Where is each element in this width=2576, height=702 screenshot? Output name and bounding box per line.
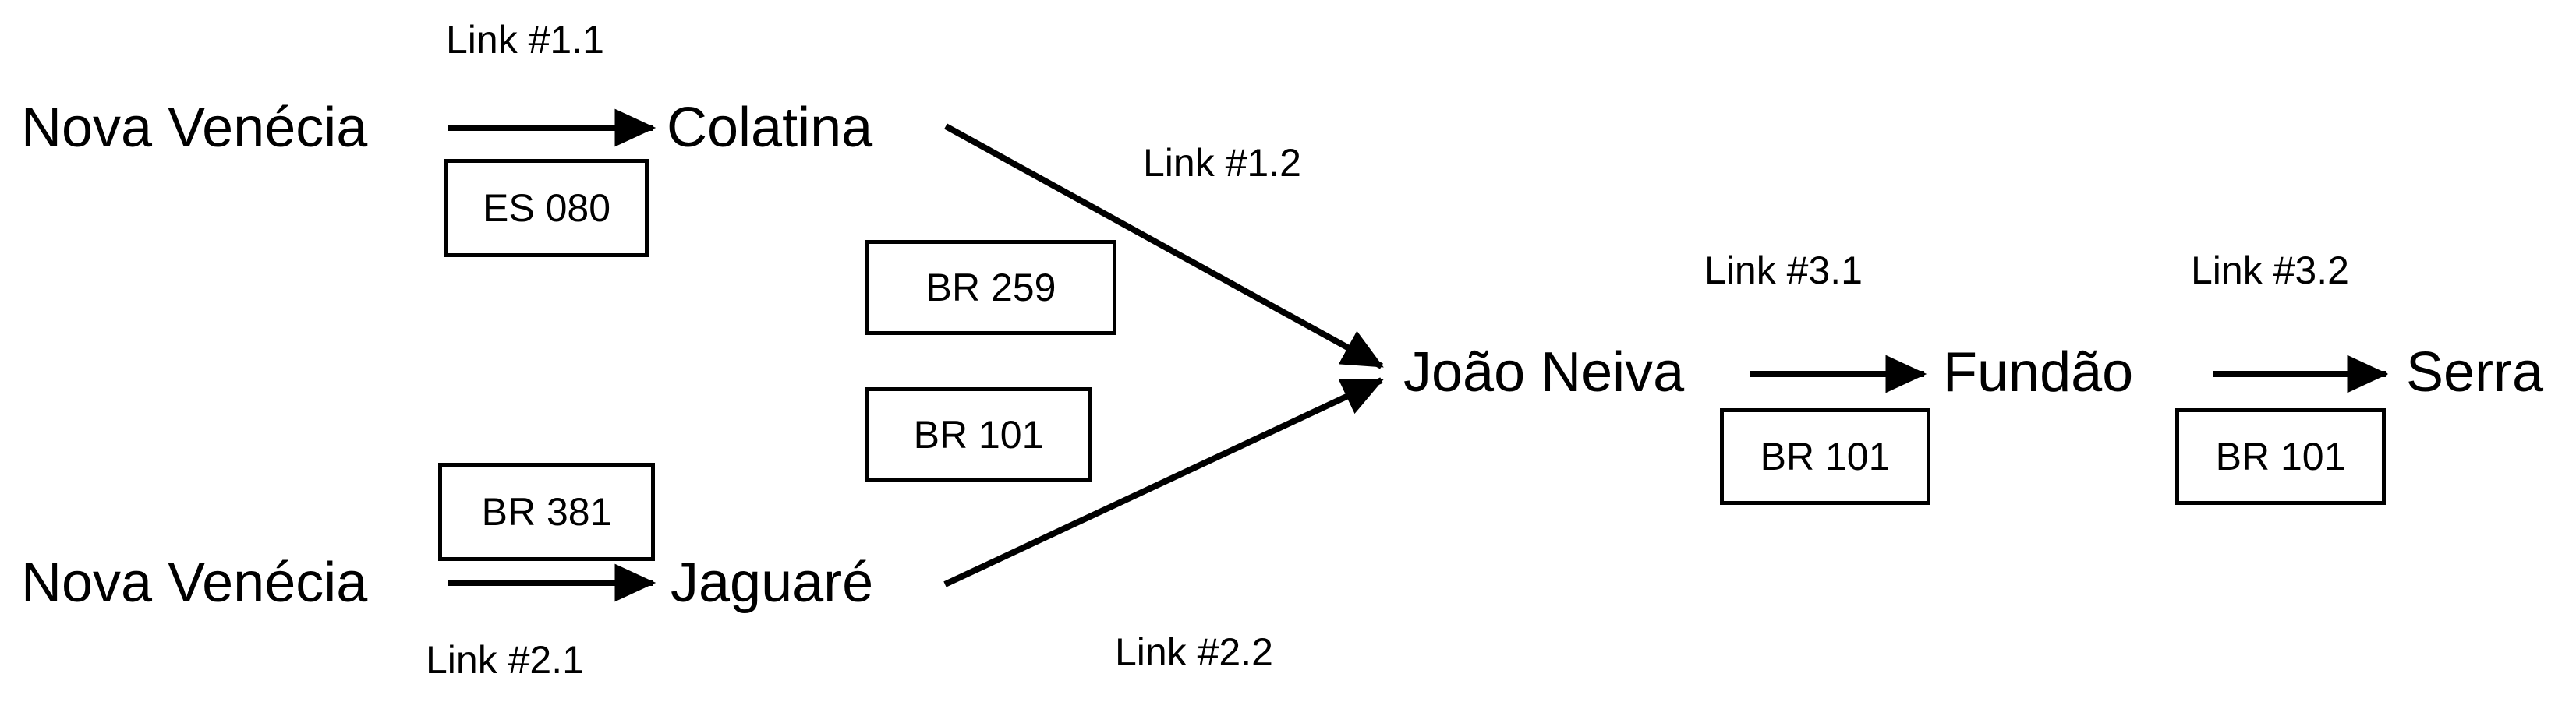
road-box-br-101-middle: BR 101	[865, 387, 1092, 482]
link-label-3-2: Link #3.2	[2191, 249, 2349, 292]
link-label-1-1: Link #1.1	[446, 18, 604, 62]
link-label-2-2: Link #2.2	[1115, 630, 1273, 674]
link-label-3-1: Link #3.1	[1704, 249, 1863, 292]
road-box-br-101-joao-neiva-fundao: BR 101	[1720, 408, 1930, 505]
node-serra: Serra	[2406, 341, 2544, 404]
link-label-2-1: Link #2.1	[426, 638, 584, 682]
link-label-1-2: Link #1.2	[1143, 141, 1301, 185]
road-box-br-381: BR 381	[438, 463, 655, 561]
road-box-label: BR 101	[1760, 435, 1891, 478]
road-box-label: BR 101	[913, 413, 1044, 457]
road-box-label: BR 101	[2215, 435, 2346, 478]
road-box-label: ES 080	[482, 186, 610, 230]
node-nova-venecia-top: Nova Venécia	[21, 97, 368, 159]
node-nova-venecia-bottom: Nova Venécia	[21, 552, 368, 614]
node-joao-neiva: João Neiva	[1403, 341, 1685, 404]
road-box-br-101-fundao-serra: BR 101	[2175, 408, 2386, 505]
node-jaguare: Jaguaré	[671, 552, 874, 614]
node-colatina: Colatina	[667, 97, 873, 159]
road-box-br-259: BR 259	[865, 240, 1116, 335]
road-box-label: BR 381	[481, 490, 612, 534]
node-fundao: Fundão	[1943, 341, 2134, 404]
road-box-label: BR 259	[925, 266, 1056, 309]
road-box-es-080: ES 080	[444, 159, 649, 257]
